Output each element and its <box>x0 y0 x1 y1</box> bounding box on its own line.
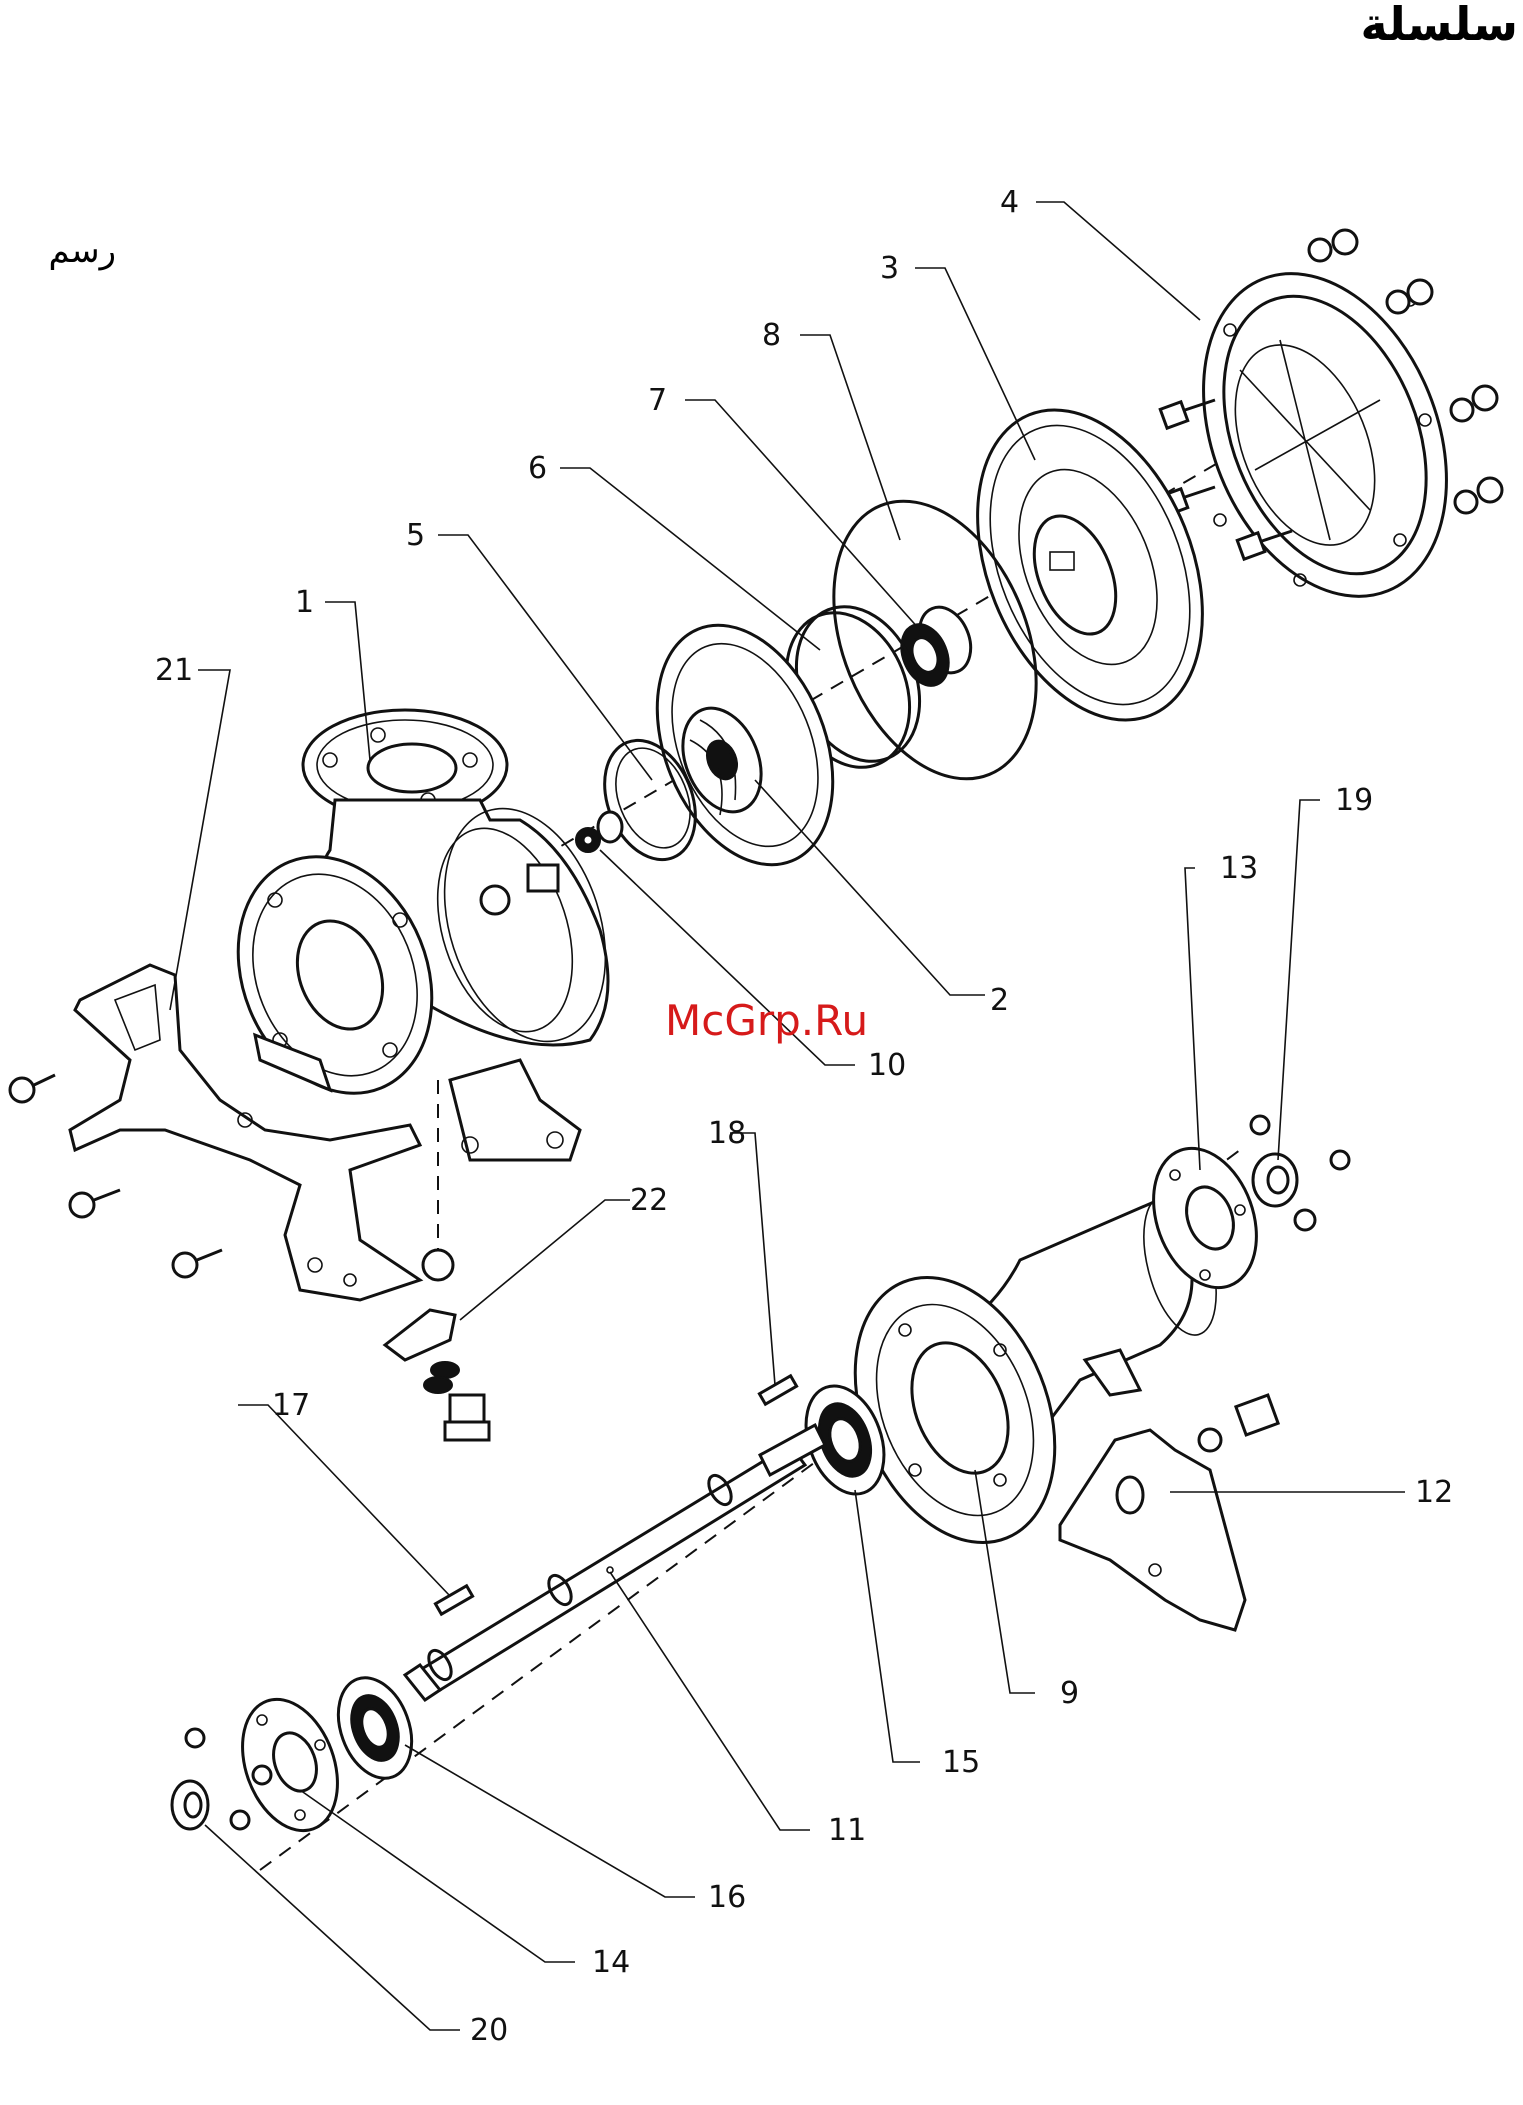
part-10-impeller-nut <box>576 812 622 852</box>
label-part-5: 5 <box>406 518 425 553</box>
part-3-casing-cover <box>935 377 1246 754</box>
label-part-20: 20 <box>470 2013 508 2048</box>
part-1-pump-casing <box>204 710 633 1160</box>
part-19-shaft-seal <box>1253 1154 1297 1206</box>
label-part-9: 9 <box>1060 1676 1079 1711</box>
label-part-18: 18 <box>708 1116 746 1151</box>
label-part-22: 22 <box>630 1183 668 1218</box>
series-title: سلسلة <box>1361 0 1519 51</box>
label-part-11: 11 <box>828 1813 866 1848</box>
part-16-ball-bearing <box>325 1668 424 1789</box>
part-20-shaft-seal <box>172 1781 208 1829</box>
watermark: McGrp.Ru <box>665 996 868 1045</box>
label-part-3: 3 <box>880 251 899 286</box>
label-part-15: 15 <box>942 1745 980 1780</box>
part-12-support-foot <box>1060 1395 1278 1630</box>
label-part-6: 6 <box>528 451 547 486</box>
label-part-7: 7 <box>648 383 667 418</box>
part-17-key <box>435 1586 472 1614</box>
label-part-12: 12 <box>1415 1475 1453 1510</box>
label-part-4: 4 <box>1000 185 1019 220</box>
label-part-17: 17 <box>272 1388 310 1423</box>
part-4-back-cover <box>1158 237 1492 632</box>
label-part-2: 2 <box>990 983 1009 1018</box>
label-part-21: 21 <box>155 653 193 688</box>
drawing-label: رسم <box>48 231 116 271</box>
label-part-16: 16 <box>708 1880 746 1915</box>
label-part-10: 10 <box>868 1048 906 1083</box>
label-part-1: 1 <box>295 585 314 620</box>
part-18-key <box>759 1376 796 1404</box>
label-part-13: 13 <box>1220 851 1258 886</box>
label-part-14: 14 <box>592 1945 630 1980</box>
label-part-19: 19 <box>1335 783 1373 818</box>
part-11-shaft <box>405 1425 825 1700</box>
label-part-8: 8 <box>762 318 781 353</box>
